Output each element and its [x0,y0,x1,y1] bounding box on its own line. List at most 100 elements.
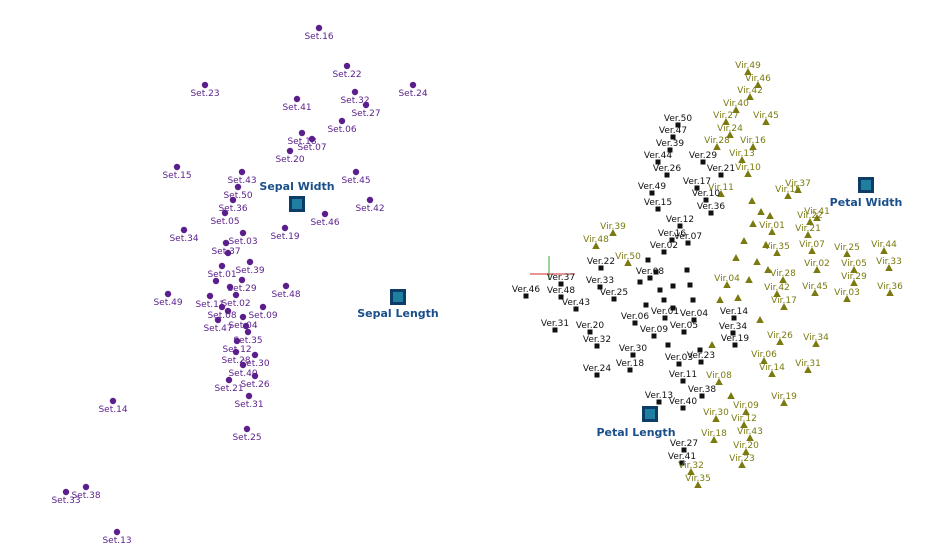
point-label: Vir.07 [799,240,825,250]
point-label: Ver.22 [587,257,615,267]
data-point [226,283,234,291]
point-label: Set.34 [169,234,198,244]
point-label: Set.31 [234,400,263,410]
data-point [239,361,247,369]
point-label: Vir.43 [737,427,763,437]
data-point [850,266,858,273]
data-point [843,295,851,302]
data-point [243,425,251,433]
data-point [757,208,765,215]
point-label: Ver.48 [547,286,575,296]
data-point [766,212,774,219]
point-label: Ver.02 [650,241,678,251]
data-point [351,88,359,96]
data-point [225,376,233,384]
point-label: Set.27 [351,109,380,119]
point-label: Set.25 [232,433,261,443]
point-label: Ver.13 [645,391,673,401]
point-label: Vir.35 [685,474,711,484]
point-label: Set.18 [287,137,316,147]
data-point [624,259,632,266]
data-point [723,281,731,288]
data-point [665,342,671,348]
anchor-label: Sepal Length [357,307,439,320]
point-label: Vir.02 [804,259,830,269]
data-point [315,24,323,32]
data-point [212,277,220,285]
data-point [773,290,781,297]
data-point [206,292,214,300]
data-point [779,276,787,283]
data-point [843,250,851,257]
data-point [62,488,70,496]
data-point [201,81,209,89]
data-point [587,329,593,335]
data-point [242,322,250,330]
data-point [804,231,812,238]
data-point [594,372,600,378]
point-label: Vir.12 [731,414,757,424]
point-label: Vir.28 [770,269,796,279]
data-point [746,434,754,441]
point-label: Set.33 [51,496,80,506]
point-label: Ver.50 [664,114,692,124]
point-label: Set.32 [340,96,369,106]
data-point [708,210,714,216]
point-label: Set.36 [218,204,247,214]
data-point [690,297,696,303]
data-point [281,224,289,232]
point-label: Ver.37 [547,273,575,283]
data-point [768,370,776,377]
point-label: Set.16 [304,32,333,42]
point-label: Set.40 [228,369,257,379]
point-label: Set.35 [233,336,262,346]
data-point [113,528,121,536]
data-point [234,183,242,191]
data-point [732,106,740,113]
data-point [718,172,724,178]
point-label: Ver.36 [697,202,725,212]
data-point [653,269,659,275]
point-label: Set.30 [240,359,269,369]
point-label: Ver.46 [512,285,540,295]
data-point [710,436,718,443]
point-label: Ver.23 [687,351,715,361]
point-label: Ver.43 [562,298,590,308]
point-label: Vir.48 [583,235,609,245]
data-point [753,258,761,265]
data-point [609,229,617,236]
data-point [643,302,649,308]
data-point [214,316,222,324]
data-point [700,159,706,165]
point-label: Set.09 [248,311,277,321]
anchor-marker-inner [861,180,871,190]
point-label: Vir.31 [795,359,821,369]
point-label: Vir.41 [804,207,830,217]
point-label: Set.20 [275,155,304,165]
data-point [680,378,686,384]
data-point [224,249,232,257]
point-label: Vir.26 [767,331,793,341]
data-point [343,62,351,70]
point-label: Ver.44 [644,151,672,161]
data-point [697,347,703,353]
point-label: Ver.10 [692,189,720,199]
data-point [808,247,816,254]
data-point [756,316,764,323]
point-label: Ver.16 [658,229,686,239]
data-point [598,265,604,271]
point-label: Vir.03 [834,288,860,298]
data-point [744,68,752,75]
data-point [748,197,756,204]
data-point [321,210,329,218]
point-label: Ver.38 [688,385,716,395]
point-label: Vir.36 [877,282,903,292]
point-label: Ver.21 [707,164,735,174]
point-label: Set.47 [203,324,232,334]
data-point [239,229,247,237]
point-label: Vir.33 [876,257,902,267]
data-point [245,392,253,400]
point-label: Set.07 [297,143,326,153]
point-label: Vir.11 [708,183,734,193]
